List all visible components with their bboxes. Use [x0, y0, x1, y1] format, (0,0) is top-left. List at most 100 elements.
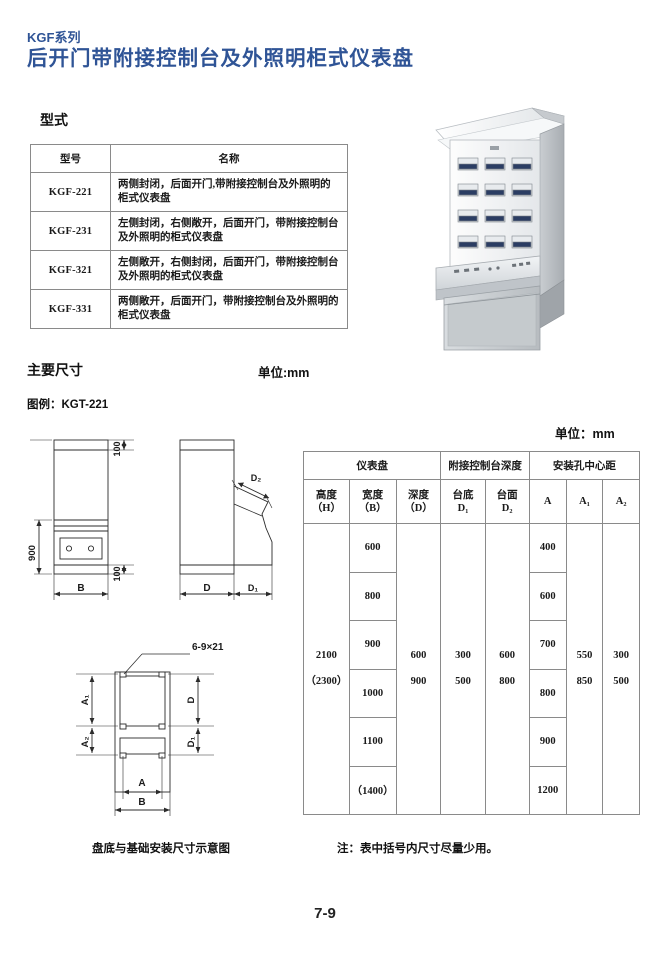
- subheader-d1-bottom: D₁: [457, 502, 469, 514]
- d1-value: 500: [455, 676, 471, 687]
- cell-height: 2100 （2300）: [303, 523, 350, 815]
- width-value: 1100: [349, 718, 396, 767]
- table-row: KGF-221 两侧封闭，后面开门,带附接控制台及外照明的柜式仪表盘: [30, 172, 348, 212]
- base-d-dim: D: [186, 696, 197, 703]
- width-value: 800: [349, 573, 396, 621]
- table-row: KGF-331 两侧敞开，后面开门，带附接控制台及外照明的柜式仪表盘: [30, 289, 348, 329]
- subheader-width: 宽度 （B）: [348, 479, 397, 524]
- page-header: KGF系列 后开门带附接控制台及外照明柜式仪表盘: [27, 30, 414, 72]
- model-code: KGF-231: [30, 211, 111, 251]
- header-cell-code: 型号: [30, 144, 111, 173]
- a2-value: 500: [613, 676, 630, 687]
- subheader-width-top: 宽度: [362, 489, 384, 501]
- height-value-alt: （2300）: [305, 676, 348, 687]
- a-value: 800: [529, 670, 566, 718]
- subheader-d1: 台底 D₁: [440, 479, 486, 524]
- width-value: 1000: [349, 670, 396, 718]
- unit-label-left: 单位:mm: [258, 366, 310, 380]
- table-subheader-row: 高度 （H） 宽度 （B） 深度 （D） 台底 D₁ 台面 D₂ A A₁ A₂: [303, 479, 640, 524]
- width-value: （1400）: [351, 785, 394, 797]
- page-title: 后开门带附接控制台及外照明柜式仪表盘: [27, 47, 414, 70]
- model-section-label: 型式: [40, 112, 68, 128]
- subheader-d2-bottom: D₂: [501, 502, 513, 514]
- dimension-table: 仪表盘 附接控制台深度 安装孔中心距 高度 （H） 宽度 （B） 深度 （D） …: [302, 451, 641, 815]
- subheader-height: 高度 （H）: [303, 479, 350, 524]
- model-name: 左侧敞开，右侧封闭，后面开门，带附接控制台及外照明的柜式仪表盘: [110, 250, 348, 290]
- header-cell-name: 名称: [110, 144, 348, 173]
- subheader-height-top: 高度: [315, 489, 337, 501]
- base-d1-dim: D₁: [186, 737, 197, 748]
- depth-value: 600: [410, 650, 427, 661]
- subheader-depth-bottom: （D）: [404, 502, 433, 514]
- base-b-dim: B: [138, 797, 145, 808]
- subheader-a: A: [528, 479, 567, 524]
- a2-value: 300: [613, 650, 630, 661]
- series-label: KGF系列: [27, 30, 81, 45]
- a-value: 1200: [537, 784, 559, 796]
- front-width-dim: B: [77, 583, 84, 594]
- a-value: 600: [529, 573, 566, 621]
- model-table: 型号 名称 KGF-221 两侧封闭，后面开门,带附接控制台及外照明的柜式仪表盘…: [30, 144, 348, 329]
- a-value: 700: [529, 621, 566, 670]
- model-code: KGF-331: [30, 289, 111, 329]
- subheader-depth: 深度 （D）: [395, 479, 442, 524]
- a-value-stack: 400 600 700 800 900 1200: [529, 524, 566, 814]
- cell-d1: 300 500: [440, 523, 486, 815]
- product-photo-svg: [435, 107, 565, 351]
- subheader-width-bottom: （B）: [358, 502, 387, 514]
- width-value: 900: [349, 621, 396, 670]
- product-photo: [428, 100, 613, 358]
- table-body-row: 2100 （2300） 600 800 900 1000 1100 （1400）…: [303, 523, 640, 815]
- page-number: 7-9: [314, 905, 336, 922]
- subheader-d2-top: 台面: [496, 489, 518, 501]
- base-plan-svg: A₁ A₂ D D₁ A B 6-9×21: [76, 642, 224, 816]
- base-a-dim: A: [138, 778, 145, 789]
- table-group-header-row: 仪表盘 附接控制台深度 安装孔中心距: [302, 451, 641, 480]
- width-value: 600: [349, 524, 396, 573]
- d2-value: 600: [499, 650, 516, 661]
- front-side-view-drawing: 900 100 100 B: [22, 424, 300, 619]
- height-value-primary: 2100: [315, 650, 337, 661]
- base-plan-drawing: A₁ A₂ D D₁ A B 6-9×21: [62, 634, 287, 834]
- side-depth-dim: D: [203, 583, 210, 594]
- subheader-a1: A₁: [565, 479, 604, 524]
- model-name: 两侧敞开，后面开门，带附接控制台及外照明的柜式仪表盘: [110, 289, 348, 329]
- subheader-d1-top: 台底: [452, 489, 474, 501]
- model-name: 两侧封闭，后面开门,带附接控制台及外照明的柜式仪表盘: [110, 172, 348, 212]
- model-code: KGF-221: [30, 172, 111, 212]
- group-header-desk-depth: 附接控制台深度: [440, 451, 530, 480]
- a-value: 900: [529, 718, 566, 767]
- group-header-hole-spacing: 安装孔中心距: [528, 451, 641, 480]
- base-a1-dim: A₁: [80, 695, 91, 706]
- dimensions-section-label: 主要尺寸: [27, 362, 83, 378]
- subheader-a2: A₂: [602, 479, 640, 524]
- front-height-dim: 900: [27, 545, 38, 561]
- model-code: KGF-321: [30, 250, 111, 290]
- base-a2-dim: A₂: [80, 736, 91, 747]
- cell-width: 600 800 900 1000 1100 （1400）: [348, 523, 397, 815]
- hole-callout: 6-9×21: [192, 642, 224, 653]
- side-d1-dim: D₁: [248, 583, 258, 593]
- cell-depth: 600 900: [395, 523, 442, 815]
- table-note: 注：表中括号内尺寸尽量少用。: [337, 843, 498, 855]
- depth-value: 900: [410, 676, 427, 687]
- base-drawing-caption: 盘底与基础安装尺寸示意图: [92, 843, 230, 855]
- unit-label-right: 单位：mm: [555, 427, 615, 441]
- a-value: 400: [529, 524, 566, 573]
- subheader-d2: 台面 D₂: [484, 479, 530, 524]
- cell-a1: 550 850: [565, 523, 604, 815]
- legend-label: 图例：KGT-221: [27, 399, 109, 411]
- cell-a: 400 600 700 800 900 1200: [528, 523, 567, 815]
- cell-d2: 600 800: [484, 523, 530, 815]
- front-side-view-svg: 900 100 100 B: [27, 439, 273, 600]
- side-d2-dim: D₂: [251, 473, 262, 483]
- a1-value: 550: [576, 650, 593, 661]
- table-row: KGF-321 左侧敞开，右侧封闭，后面开门，带附接控制台及外照明的柜式仪表盘: [30, 250, 348, 290]
- group-header-panel: 仪表盘: [302, 451, 442, 480]
- table-row: KGF-231 左侧封闭，右侧敞开，后面开门，带附接控制台及外照明的柜式仪表盘: [30, 211, 348, 251]
- model-name: 左侧封闭，右侧敞开，后面开门，带附接控制台及外照明的柜式仪表盘: [110, 211, 348, 251]
- table-header-row: 型号 名称: [30, 144, 348, 173]
- subheader-height-bottom: （H）: [311, 502, 341, 514]
- front-top-dim: 100: [112, 441, 122, 456]
